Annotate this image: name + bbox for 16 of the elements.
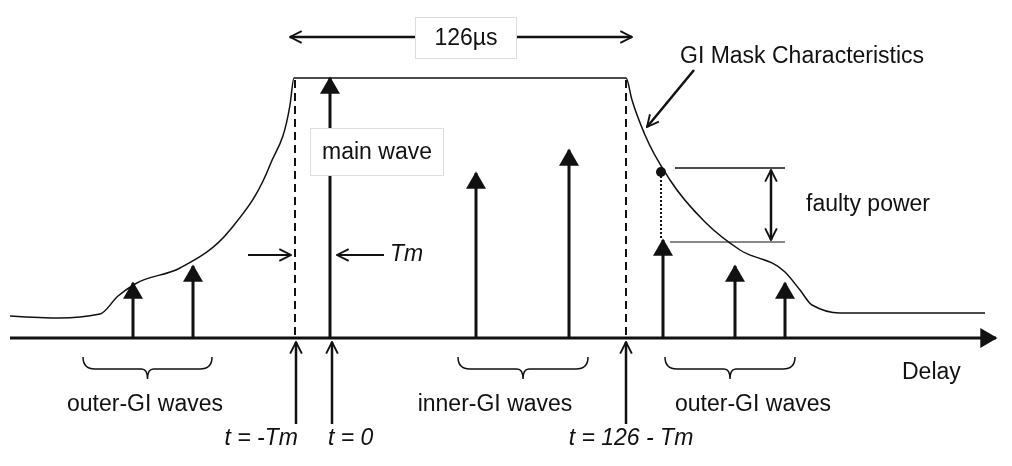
pointer-arrow [325, 341, 339, 424]
time-label: t = -Tm [180, 424, 298, 452]
dimension-label: 126µs [415, 17, 517, 59]
time-label: t = 0 [328, 424, 398, 452]
axis-label: Delay [902, 358, 962, 386]
dimension-label: faulty power [806, 190, 931, 218]
group-label: outer-GI waves [674, 390, 832, 418]
wave-label: main wave [310, 128, 444, 176]
pointer-arrow [619, 341, 633, 424]
group-label: outer-GI waves [66, 390, 224, 418]
callout-label: GI Mask Characteristics [680, 42, 980, 70]
pointer-arrow [646, 69, 695, 128]
group-label: inner-GI waves [416, 390, 574, 418]
dimension-label: Tm [390, 240, 425, 268]
time-label: t = 126 - Tm [556, 424, 706, 452]
pointer-arrow [289, 341, 303, 424]
